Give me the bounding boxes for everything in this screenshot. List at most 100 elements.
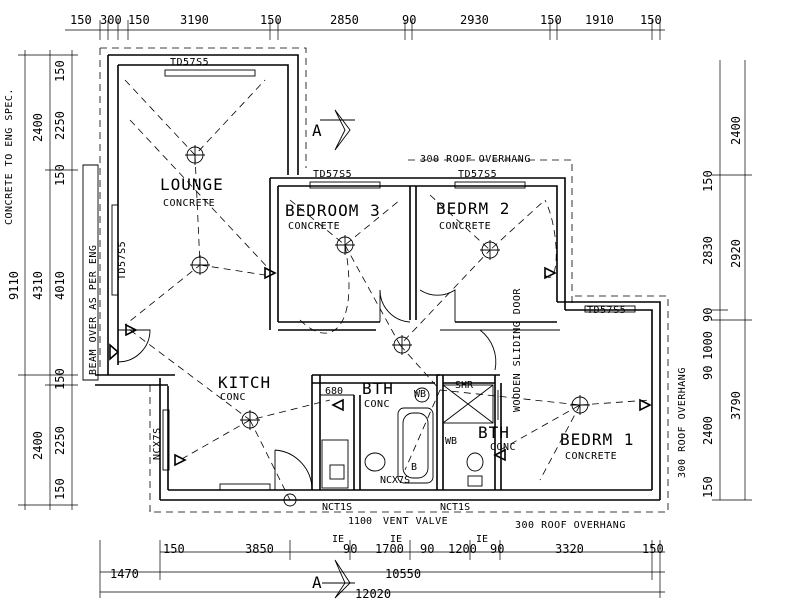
dim-left-1: 150 [53, 60, 67, 82]
ie-1: IE [332, 534, 344, 545]
dim-top-7: 90 [402, 13, 416, 27]
beam-note: BEAM OVER AS PER ENG [88, 245, 99, 375]
dim-1100: 1100 [348, 516, 372, 527]
dim-right-outer-3: 3790 [729, 391, 743, 420]
dim-bottom-7: 90 [490, 542, 504, 556]
basin-1 [364, 452, 386, 472]
dim-bottom-total-2: 10550 [385, 567, 421, 581]
toilet [466, 452, 484, 472]
kitch-material: CONC [220, 392, 246, 403]
wb2-label: WB [445, 436, 457, 447]
dim-left-7: 150 [53, 478, 67, 500]
nct1s-b: NCT1S [440, 502, 470, 513]
bedroom3-label: BEDROOM 3 [285, 201, 381, 220]
nct1s-a: NCT1S [322, 502, 352, 513]
ncx7s-bath: NCX7S [380, 475, 410, 486]
shower [442, 384, 494, 424]
dim-right-6: 2400 [701, 416, 715, 445]
lounge-label: LOUNGE [160, 175, 224, 194]
dim-left-mid-2: 4310 [31, 271, 45, 300]
dim-bottom-total-3: 12020 [355, 587, 391, 600]
kitchen-sink [321, 439, 349, 489]
dim-bottom-2: 3850 [245, 542, 274, 556]
right-dimensions: 150 2830 90 1000 90 2400 150 2400 2920 3… [701, 116, 743, 498]
dimension-lines [18, 20, 752, 598]
section-a-bottom-label: A [312, 573, 323, 592]
shower-label: SHR [455, 380, 474, 391]
bedrm2-material: CONCRETE [439, 221, 491, 232]
wooden-sliding-door-note: WOODEN SLIDING DOOR [512, 288, 523, 412]
dim-right-outer-2: 2920 [729, 239, 743, 268]
dim-top-4: 3190 [180, 13, 209, 27]
bth2-label: BTH [478, 423, 510, 442]
ie-2: IE [390, 534, 402, 545]
dimension-text: 150 300 150 3190 150 2850 90 2930 150 19… [7, 13, 743, 600]
dim-top-11: 150 [640, 13, 662, 27]
bedrm2-label: BEDRM 2 [436, 199, 510, 218]
annotations: TD57S5 TD57S5 TD57S5 TD57S5 300 ROOF OVE… [4, 57, 688, 545]
dim-right-5: 90 [701, 366, 715, 380]
dim-top-1: 150 [70, 13, 92, 27]
roof-overhang-bottom: 300 ROOF OVERHANG [515, 520, 626, 531]
left-dimensions: 150 2250 150 4010 150 2250 150 2400 4310… [7, 60, 67, 500]
bth1-material: CONC [364, 399, 390, 410]
dim-right-1: 150 [701, 170, 715, 192]
dim-bottom-5: 90 [420, 542, 434, 556]
dim-left-2: 2250 [53, 111, 67, 140]
bedrm1-label: BEDRM 1 [560, 430, 634, 449]
bedrm1-material: CONCRETE [565, 451, 617, 462]
roof-overhang-outline [99, 47, 669, 513]
bth1-label: BTH [362, 379, 394, 398]
kitch-label: KITCH [218, 373, 271, 392]
concrete-spec-note: CONCRETE TO ENG SPEC. [4, 88, 15, 225]
lounge-material: CONCRETE [163, 198, 215, 209]
window-tag-lounge-side: TD57S5 [117, 241, 128, 280]
bath-label: B [411, 462, 417, 473]
dim-top-3: 150 [128, 13, 150, 27]
dim-bottom-total-1: 1470 [110, 567, 139, 581]
dim-left-mid-1: 2400 [31, 113, 45, 142]
dim-right-3: 90 [701, 308, 715, 322]
roof-overhang-right: 300 ROOF OVERHANG [677, 367, 688, 478]
bathtub [397, 407, 434, 484]
dim-bottom-1: 150 [163, 542, 185, 556]
door-swings [117, 289, 499, 491]
dim-bottom-3: 90 [343, 542, 357, 556]
dim-left-4: 4010 [53, 271, 67, 300]
dim-bottom-6: 1200 [448, 542, 477, 556]
dim-right-outer-1: 2400 [729, 116, 743, 145]
roof-overhang-top: 300 ROOF OVERHANG [420, 154, 531, 165]
section-markers: A A [312, 109, 355, 599]
window-tag-bedrm2: TD57S5 [458, 169, 497, 180]
dim-right-7: 150 [701, 476, 715, 498]
window-tag-bedroom3: TD57S5 [313, 169, 352, 180]
dim-680: 680 [325, 386, 343, 397]
ie-3: IE [476, 534, 488, 545]
bottom-dimensions: 150 3850 90 1700 90 1200 90 3320 150 147… [110, 542, 664, 600]
dim-right-2: 2830 [701, 236, 715, 265]
dim-right-4: 1000 [701, 331, 715, 360]
dim-bottom-9: 150 [642, 542, 664, 556]
dim-left-total: 9110 [7, 271, 21, 300]
dim-bottom-4: 1700 [375, 542, 404, 556]
dim-top-9: 150 [540, 13, 562, 27]
window-tag-lounge: TD57S5 [170, 57, 209, 68]
section-a-top-label: A [312, 121, 323, 140]
bth2-material: CONC [490, 442, 516, 453]
dim-left-6: 2250 [53, 426, 67, 455]
dim-top-6: 2850 [330, 13, 359, 27]
dim-top-5: 150 [260, 13, 282, 27]
top-dimensions: 150 300 150 3190 150 2850 90 2930 150 19… [70, 13, 662, 27]
dim-top-2: 300 [100, 13, 122, 27]
dim-left-3: 150 [53, 164, 67, 186]
windows [111, 69, 636, 471]
vent-valve-label: VENT VALVE [383, 516, 448, 527]
bathroom-fixtures [219, 384, 494, 491]
room-labels: LOUNGE CONCRETE BEDROOM 3 CONCRETE BEDRM… [160, 175, 634, 462]
bedroom3-material: CONCRETE [288, 221, 340, 232]
light-fixtures [185, 145, 590, 507]
dim-top-10: 1910 [585, 13, 614, 27]
window-tag-bedrm1: TD57S5 [587, 305, 626, 316]
dim-top-8: 2930 [460, 13, 489, 27]
